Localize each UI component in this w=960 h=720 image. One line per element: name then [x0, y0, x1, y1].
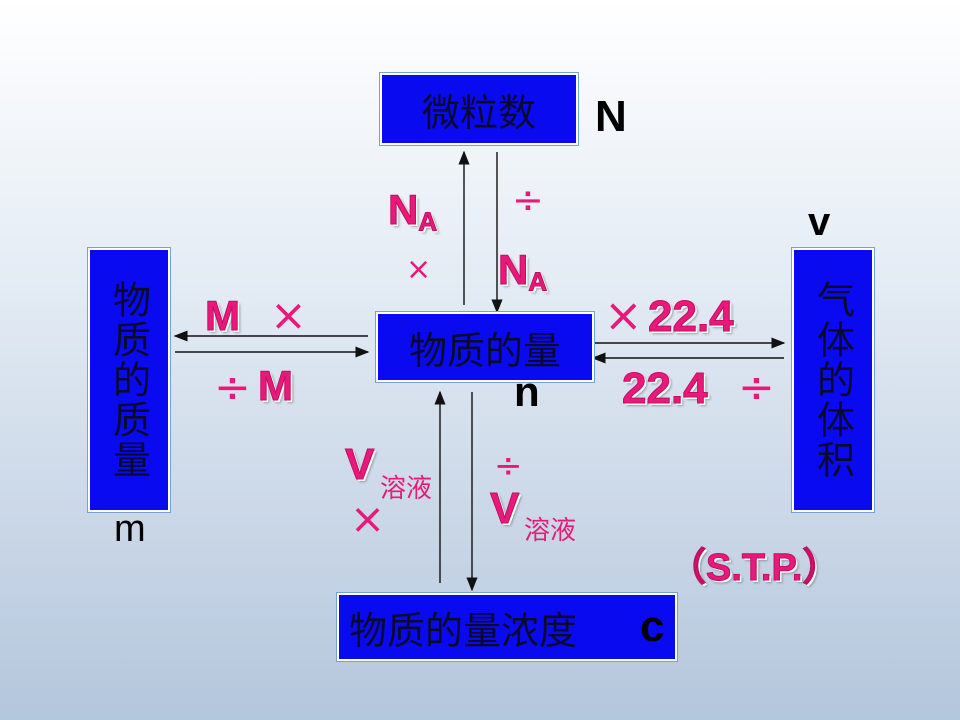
label-NA-left-sub: A [418, 206, 438, 237]
box-amount-label: 物质的量 [408, 328, 561, 373]
box-mass-label: 物质的质量 [106, 280, 151, 480]
divide-sign-V: ÷ [494, 446, 523, 486]
label-NA-right-sub: A [528, 266, 548, 297]
label-solution-left: 溶液 [380, 474, 433, 504]
label-224-top: 22.4 [648, 292, 735, 342]
divide-sign-M: ÷ [214, 362, 251, 413]
divide-sign-NA: ÷ [512, 178, 544, 222]
box-particle-number-label: 微粒数 [421, 90, 536, 135]
times-sign-224: × [604, 288, 643, 342]
times-sign-M: × [270, 290, 307, 341]
symbol-n: n [514, 368, 540, 415]
label-solution-right: 溶液 [524, 516, 577, 546]
label-M-bottom: M [258, 362, 294, 410]
times-sign-NA: × [406, 252, 432, 287]
divide-sign-224: ÷ [738, 362, 775, 413]
label-NA-right: NA [497, 246, 548, 298]
label-M-top: M [205, 292, 241, 340]
box-mass: 物质的质量 [88, 248, 170, 512]
symbol-m: m [114, 508, 146, 550]
box-particle-number: 微粒数 [380, 73, 578, 145]
box-amount-of-substance: 物质的量 [376, 312, 594, 382]
label-NA-left: NA [387, 186, 438, 238]
label-224-bottom: 22.4 [622, 364, 709, 414]
times-sign-V: × [350, 494, 386, 543]
label-V-solution-left: V [344, 440, 375, 490]
box-concentration-label: 物质的量浓度 [349, 608, 578, 653]
symbol-V: V [808, 200, 831, 244]
box-molar-concentration: 物质的量浓度 [337, 593, 677, 661]
symbol-c: c [640, 602, 665, 651]
label-stp: （S.T.P.） [667, 547, 841, 590]
box-gas-volume: 气体的体积 [792, 248, 874, 512]
label-NA-left-base: N [387, 186, 419, 234]
box-volume-label: 气体的体积 [810, 280, 855, 480]
symbol-N: N [595, 92, 627, 141]
label-M-divide: M [258, 362, 294, 410]
label-V-left: V [344, 440, 375, 490]
label-V-solution-right: V [489, 484, 520, 534]
label-M-times: M [205, 292, 241, 340]
label-V-right: V [489, 484, 520, 534]
label-NA-right-base: N [497, 246, 529, 294]
